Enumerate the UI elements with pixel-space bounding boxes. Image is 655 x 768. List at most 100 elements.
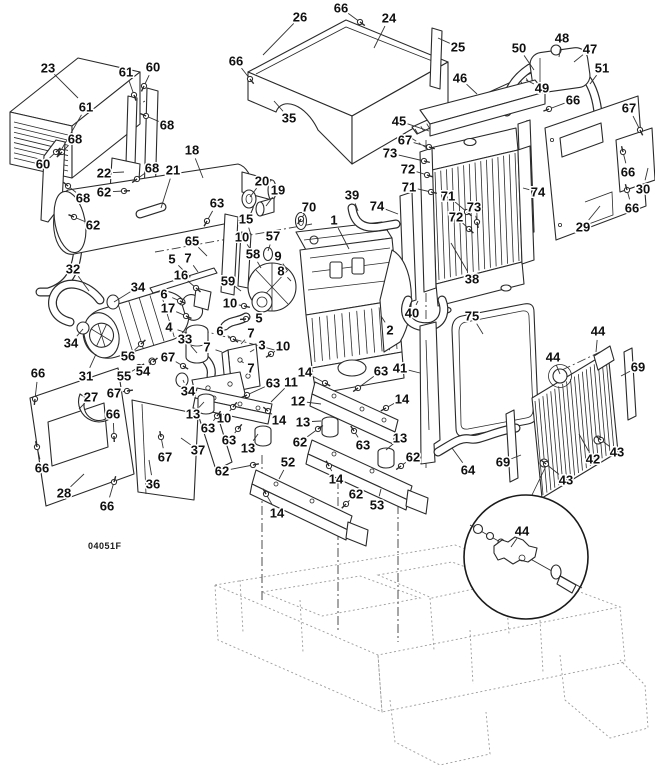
- callout-66: 66: [227, 52, 255, 85]
- callout-14: 14: [262, 406, 288, 429]
- callout-67: 67: [620, 99, 644, 136]
- callout-54: 54: [134, 357, 158, 380]
- callout-58: 58: [244, 245, 262, 269]
- callout-63: 63: [352, 362, 390, 393]
- svg-text:6: 6: [216, 324, 223, 339]
- engine-1: [247, 221, 412, 395]
- callout-6: 6: [159, 285, 186, 305]
- svg-text:51: 51: [595, 61, 609, 76]
- callout-68: 68: [140, 112, 176, 134]
- callout-33: 33: [176, 330, 198, 354]
- svg-text:1: 1: [330, 213, 337, 228]
- callout-66: 66: [104, 405, 122, 443]
- svg-text:57: 57: [266, 229, 280, 244]
- svg-text:13: 13: [296, 415, 310, 430]
- svg-text:38: 38: [465, 272, 479, 287]
- svg-text:16: 16: [174, 268, 188, 283]
- hood-cover-24: [247, 19, 449, 165]
- callout-44: 44: [510, 522, 531, 548]
- muffler-brackets-15-65: [220, 213, 252, 296]
- svg-text:44: 44: [591, 324, 606, 339]
- svg-text:28: 28: [57, 486, 71, 501]
- svg-text:65: 65: [185, 234, 199, 249]
- svg-text:63: 63: [374, 364, 388, 379]
- svg-text:58: 58: [246, 247, 260, 262]
- callout-1: 1: [329, 211, 350, 250]
- svg-text:68: 68: [68, 132, 82, 147]
- svg-text:61: 61: [79, 100, 93, 115]
- svg-text:14: 14: [272, 413, 287, 428]
- knob-handle: [556, 575, 577, 594]
- isolator-mounts-13: [197, 393, 395, 469]
- svg-text:15: 15: [239, 212, 253, 227]
- flywheel-housing-2: [379, 249, 412, 353]
- callout-70: 70: [297, 198, 318, 225]
- svg-text:10: 10: [223, 296, 237, 311]
- svg-text:50: 50: [512, 41, 526, 56]
- callout-44: 44: [589, 322, 607, 353]
- callout-68: 68: [62, 181, 92, 207]
- bottle-cap-48: [550, 44, 562, 56]
- svg-text:2: 2: [386, 323, 393, 338]
- callout-10: 10: [221, 294, 251, 312]
- svg-text:69: 69: [631, 360, 645, 375]
- rail-52: [249, 469, 369, 547]
- svg-text:33: 33: [178, 332, 192, 347]
- clamp-34c: [175, 372, 189, 388]
- callout-22: 22: [95, 164, 125, 182]
- svg-text:12: 12: [291, 394, 305, 409]
- callout-67: 67: [105, 384, 134, 402]
- svg-text:70: 70: [302, 200, 316, 215]
- svg-text:62: 62: [215, 464, 229, 479]
- callout-47: 47: [573, 40, 599, 63]
- callout-67: 67: [156, 430, 174, 466]
- bracket-41: [419, 321, 441, 465]
- callout-71: 71: [439, 187, 473, 217]
- callout-17: 17: [159, 299, 192, 320]
- phantom-frame: [213, 544, 649, 766]
- svg-text:44: 44: [515, 524, 530, 539]
- screen-frame-75: [451, 303, 539, 437]
- screen-patch: [493, 536, 538, 565]
- callout-13: 13: [239, 433, 259, 457]
- callout-62: 62: [95, 183, 131, 201]
- svg-text:9: 9: [274, 249, 281, 264]
- svg-text:74: 74: [370, 199, 385, 214]
- callout-63: 63: [220, 423, 243, 449]
- callout-34: 34: [113, 278, 147, 303]
- callout-61: 61: [117, 63, 138, 101]
- svg-text:54: 54: [136, 364, 151, 379]
- svg-text:62: 62: [293, 435, 307, 450]
- svg-text:66: 66: [566, 93, 580, 108]
- svg-text:14: 14: [298, 365, 313, 380]
- oil-filter-4: [185, 324, 209, 364]
- svg-text:49: 49: [535, 81, 549, 96]
- callout-9: 9: [273, 247, 288, 271]
- knob-44: [552, 368, 568, 384]
- strip-69-right: [623, 347, 637, 421]
- callout-55: 55: [115, 363, 145, 385]
- callout-18: 18: [183, 141, 204, 179]
- callout-14: 14: [325, 460, 345, 488]
- svg-text:66: 66: [106, 407, 120, 422]
- svg-text:14: 14: [395, 392, 410, 407]
- callout-69: 69: [494, 453, 522, 471]
- svg-text:67: 67: [622, 101, 636, 116]
- callout-7: 7: [183, 249, 199, 273]
- svg-text:6: 6: [160, 287, 167, 302]
- callout-13: 13: [385, 429, 409, 451]
- callout-2: 2: [380, 315, 395, 339]
- svg-text:17: 17: [161, 301, 175, 316]
- screen-tab-44: [593, 345, 615, 371]
- callout-62: 62: [291, 424, 324, 451]
- svg-text:61: 61: [119, 65, 133, 80]
- svg-text:60: 60: [146, 60, 160, 75]
- clamp-34: [76, 321, 90, 335]
- strip-25: [429, 27, 443, 90]
- callout-63: 63: [241, 374, 282, 399]
- callout-11: 11: [270, 373, 299, 403]
- svg-text:73: 73: [467, 200, 481, 215]
- svg-text:36: 36: [146, 477, 160, 492]
- callout-66: 66: [332, 0, 366, 27]
- callout-8: 8: [276, 262, 292, 282]
